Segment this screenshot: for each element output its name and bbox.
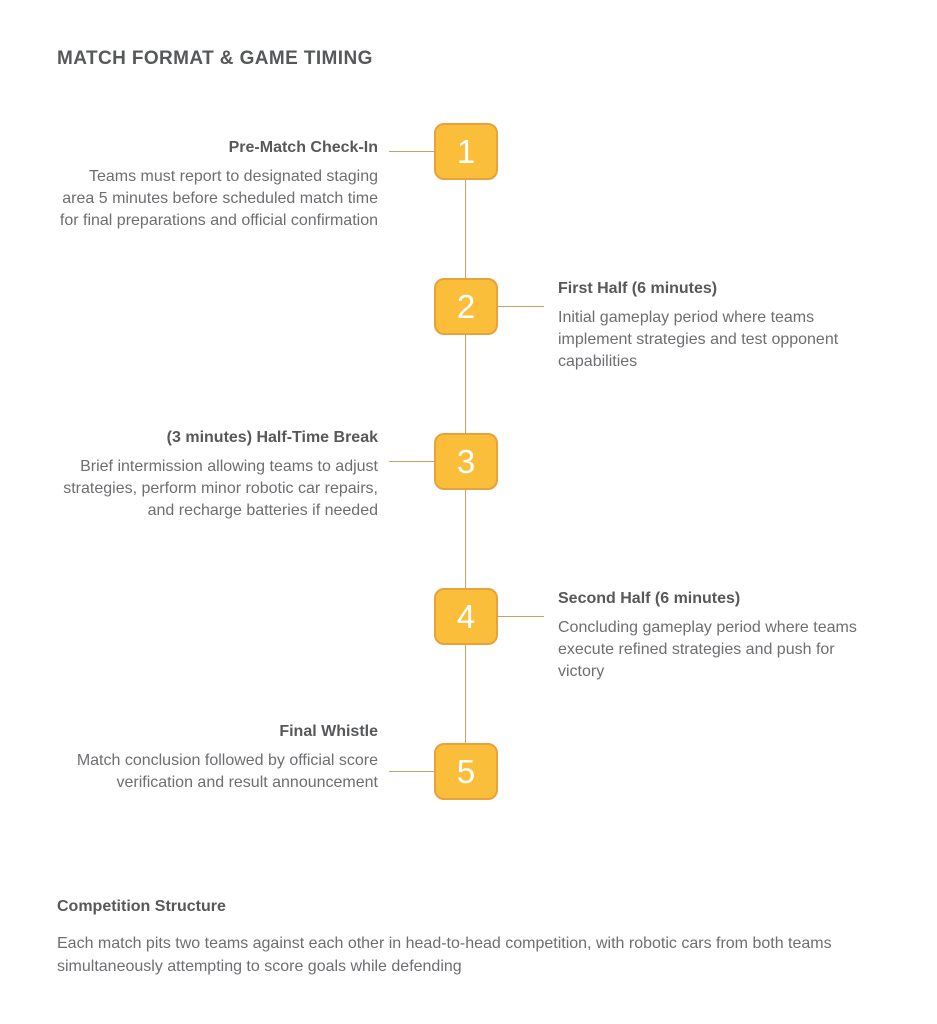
tick-line-5 bbox=[389, 771, 434, 772]
step-number-5: 5 bbox=[456, 753, 476, 790]
tick-line-4 bbox=[498, 616, 544, 617]
timeline-node-2: 2 bbox=[434, 278, 498, 335]
step-body-5: Match conclusion followed by official sc… bbox=[76, 752, 378, 791]
footer-body: Each match pits two teams against each o… bbox=[57, 935, 832, 975]
timeline-node-1: 1 bbox=[434, 123, 498, 180]
step-body-4: Concluding gameplay period where teams e… bbox=[558, 619, 857, 680]
timeline-step-2: First Half (6 minutes) Initial gameplay … bbox=[558, 280, 870, 373]
timeline-node-5: 5 bbox=[434, 743, 498, 800]
step-number-1: 1 bbox=[456, 133, 476, 170]
step-heading-5: Final Whistle bbox=[279, 723, 378, 740]
step-heading-1: Pre-Match Check-In bbox=[228, 139, 378, 156]
timeline-node-3: 3 bbox=[434, 433, 498, 490]
page-title: MATCH FORMAT & GAME TIMING bbox=[57, 48, 373, 69]
timeline-step-1: Pre-Match Check-In Teams must report to … bbox=[58, 139, 378, 232]
tick-line-3 bbox=[389, 461, 434, 462]
step-heading-3: (3 minutes) Half-Time Break bbox=[166, 429, 378, 446]
step-body-2: Initial gameplay period where teams impl… bbox=[558, 309, 839, 370]
timeline-step-5: Final Whistle Match conclusion followed … bbox=[58, 723, 378, 794]
step-number-3: 3 bbox=[456, 443, 476, 480]
footer-heading: Competition Structure bbox=[57, 898, 226, 915]
tick-line-1 bbox=[389, 151, 434, 152]
timeline-step-4: Second Half (6 minutes) Concluding gamep… bbox=[558, 590, 870, 683]
step-heading-4: Second Half (6 minutes) bbox=[558, 590, 741, 607]
tick-line-2 bbox=[498, 306, 544, 307]
timeline-node-4: 4 bbox=[434, 588, 498, 645]
step-body-3: Brief intermission allowing teams to adj… bbox=[63, 458, 378, 519]
step-number-4: 4 bbox=[456, 598, 476, 635]
step-heading-2: First Half (6 minutes) bbox=[558, 280, 718, 297]
step-body-1: Teams must report to designated staging … bbox=[59, 168, 378, 229]
timeline-step-3: (3 minutes) Half-Time Break Brief interm… bbox=[58, 429, 378, 522]
step-number-2: 2 bbox=[456, 288, 476, 325]
